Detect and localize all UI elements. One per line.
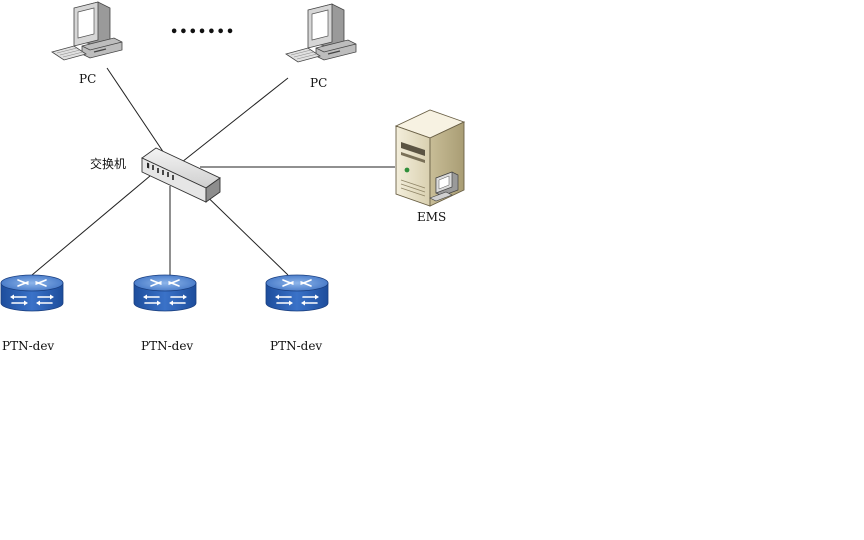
router-icon xyxy=(0,274,64,312)
pc-left-label: PC xyxy=(79,72,97,86)
link-pc-left-switch xyxy=(106,67,171,163)
router-icon xyxy=(133,274,197,312)
link-pc-right-switch xyxy=(181,77,289,163)
ellipsis-label: ••••••• xyxy=(170,25,236,40)
ems-server xyxy=(394,109,466,207)
router-3 xyxy=(265,274,329,312)
pc-left xyxy=(51,1,123,61)
switch-label: 交换机 xyxy=(90,157,127,171)
links xyxy=(31,67,395,276)
pc-right xyxy=(285,3,357,63)
router-icon xyxy=(265,274,329,312)
router-2-label: PTN-dev xyxy=(141,339,194,353)
router-2 xyxy=(133,274,197,312)
server-icon xyxy=(394,109,466,207)
link-switch-router-1 xyxy=(31,175,151,276)
switch-icon xyxy=(141,147,221,203)
router-1 xyxy=(0,274,64,312)
switch xyxy=(141,147,221,203)
pc-icon xyxy=(285,3,357,63)
router-1-label: PTN-dev xyxy=(2,339,55,353)
pc-right-label: PC xyxy=(310,76,328,90)
pc-icon xyxy=(51,1,123,61)
router-3-label: PTN-dev xyxy=(270,339,323,353)
ems-label: EMS xyxy=(417,210,447,224)
